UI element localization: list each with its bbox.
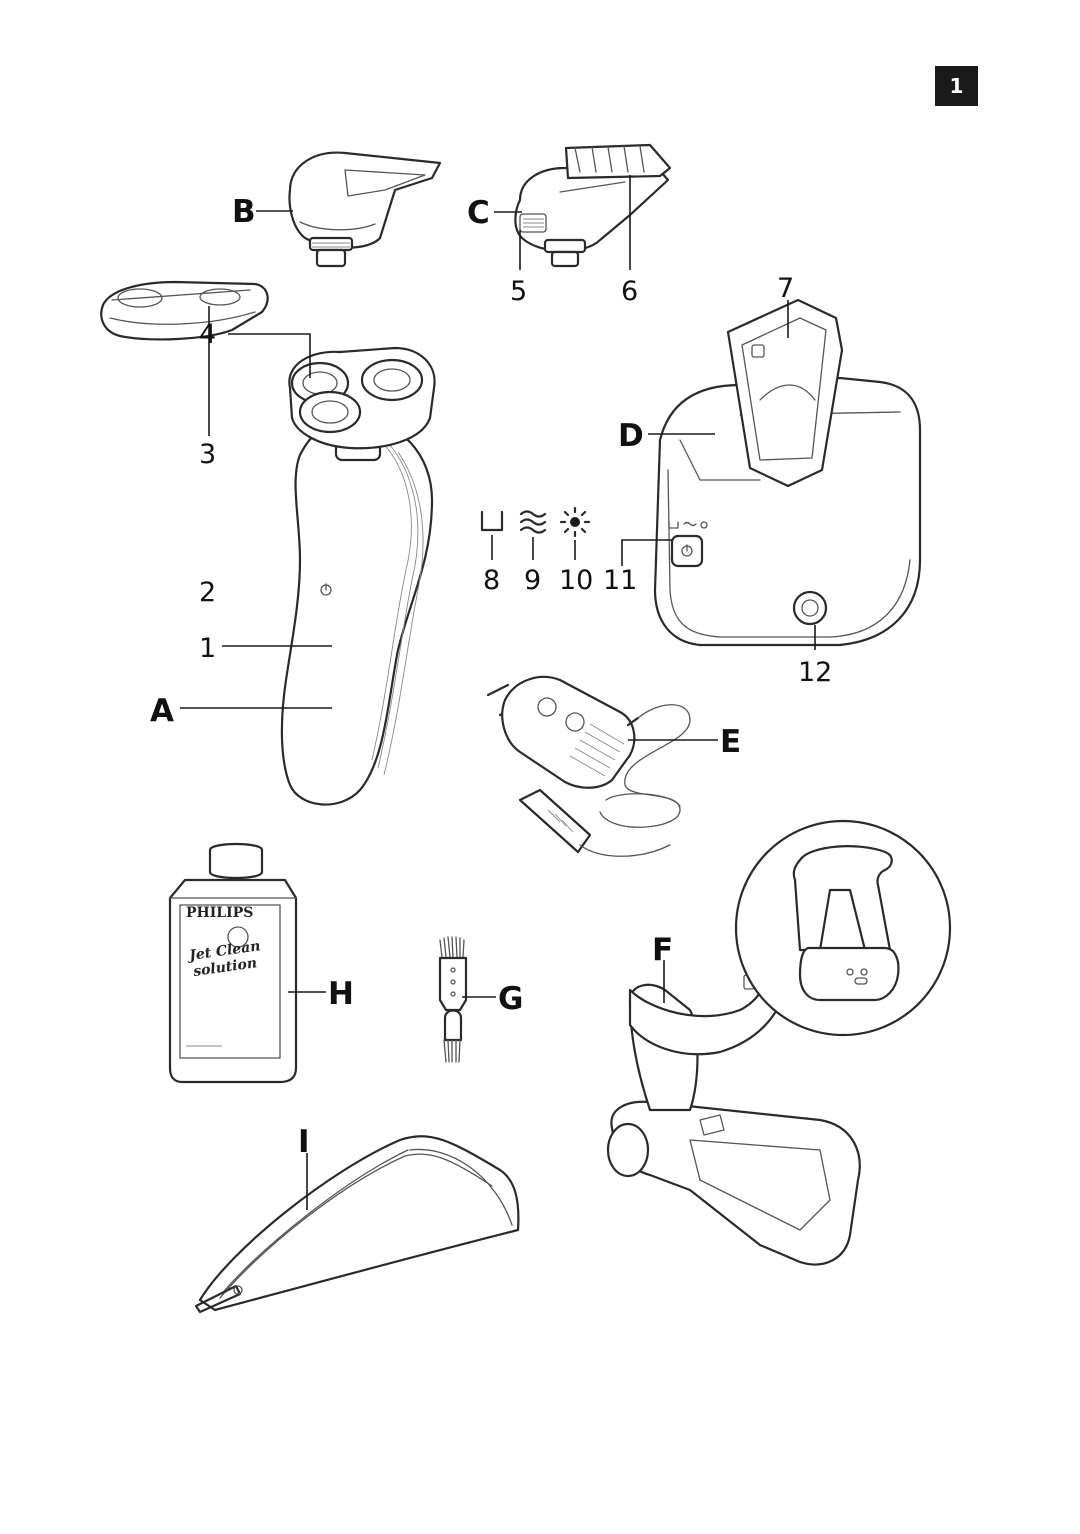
label-i: I	[298, 1124, 310, 1160]
label-e: E	[720, 724, 741, 760]
label-g: G	[498, 981, 523, 1017]
label-6: 6	[621, 276, 638, 307]
shaver-body-a	[282, 420, 432, 805]
cup-icon	[482, 512, 502, 530]
cleaning-brush-g	[440, 937, 466, 1062]
label-h: H	[328, 976, 354, 1012]
label-3: 3	[199, 439, 216, 470]
label-1: 1	[199, 633, 216, 664]
bottle-brand: PHILIPS	[186, 905, 253, 921]
label-a: A	[150, 693, 174, 729]
jet-clean-bottle-h: PHILIPS Jet Clean solution	[170, 844, 296, 1082]
label-7: 7	[777, 273, 794, 304]
trimmer-attachment-b	[290, 153, 440, 266]
label-b: B	[232, 194, 256, 230]
label-12: 12	[798, 657, 832, 688]
power-adapter-e	[488, 677, 690, 856]
travel-pouch-i	[196, 1136, 518, 1312]
label-f: F	[652, 932, 673, 968]
stand-detail-inset	[736, 821, 950, 1035]
protection-cap	[101, 282, 267, 339]
label-4: 4	[199, 319, 216, 350]
label-8: 8	[483, 565, 500, 596]
waves-icon	[521, 512, 545, 533]
label-c: C	[467, 195, 490, 231]
label-2: 2	[199, 577, 216, 608]
label-11: 11	[603, 565, 637, 596]
label-9: 9	[524, 565, 541, 596]
beard-styler-attachment-c	[515, 145, 670, 266]
sun-icon	[561, 508, 589, 536]
label-d: D	[618, 418, 644, 454]
label-10: 10	[559, 565, 593, 596]
cleaning-system-d	[655, 300, 920, 645]
label-5: 5	[510, 276, 527, 307]
